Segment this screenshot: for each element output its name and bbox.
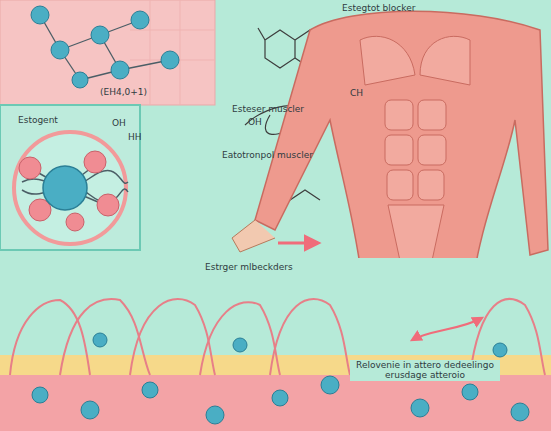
formula-label: HH: [128, 132, 142, 142]
panel-text: Estogent: [18, 115, 58, 125]
formula-label: OH: [112, 118, 126, 128]
panel-text: (EH4,0+1): [100, 87, 147, 97]
molecule-panel: (EH4,0+1): [0, 0, 215, 105]
callout-label: Estegtot blocker: [342, 3, 415, 13]
hormone-panel: [0, 105, 140, 250]
callout-label: Estrger mlbeckders: [205, 262, 293, 272]
molecule-panel: [0, 0, 215, 105]
formula-label: CH: [350, 88, 363, 98]
tissue-band: Relovenie in attero dedeelingo erusdage …: [0, 258, 551, 431]
callout-label: Esteser muscler: [232, 104, 304, 114]
callout-label: Eatotronpol muscler: [222, 150, 313, 160]
tissue-band: [0, 258, 551, 431]
panel-text: Relovenie in attero dedeelingo erusdage …: [350, 360, 500, 381]
formula-label: OH: [248, 117, 262, 127]
